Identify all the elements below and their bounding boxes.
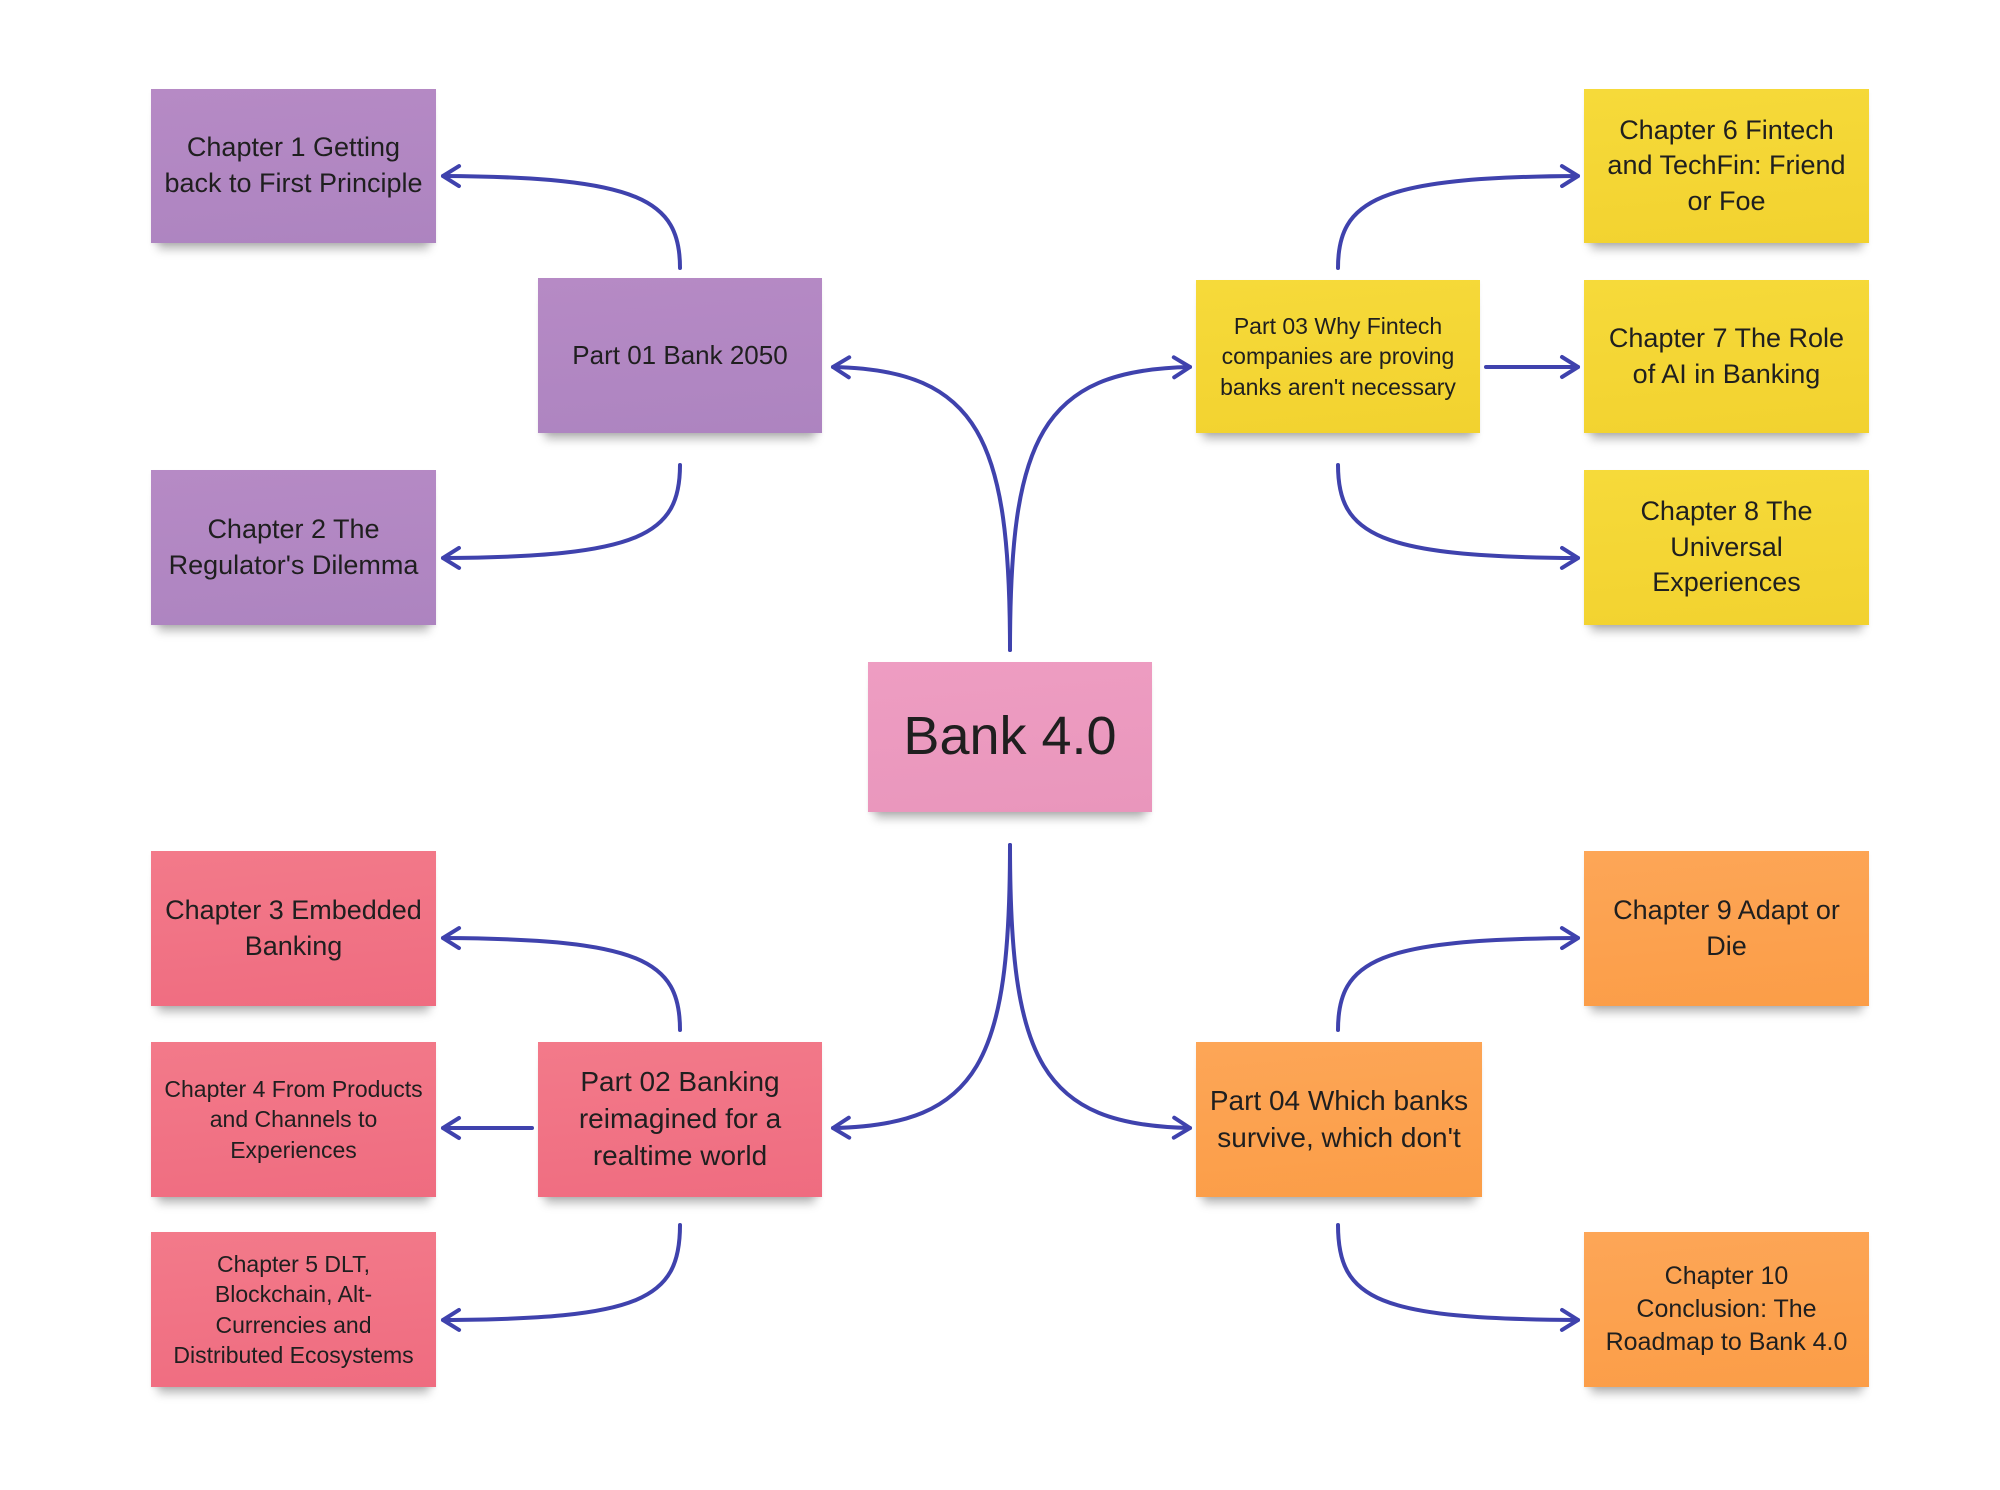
chapter-1-node: Chapter 1 Getting back to First Principl… <box>151 89 436 243</box>
arrow-center-to-part03 <box>1008 355 1192 652</box>
chapter-7-label: Chapter 7 The Role of AI in Banking <box>1608 322 1845 389</box>
arrow-center-to-part04 <box>1008 843 1192 1140</box>
arrow-part03-to-ch8 <box>1336 463 1580 570</box>
arrow-part02-to-ch3 <box>441 926 682 1032</box>
arrow-part03-to-ch6 <box>1336 164 1580 270</box>
chapter-6-label: Chapter 6 Fintech and TechFin: Friend or… <box>1607 114 1846 216</box>
chapter-6-node: Chapter 6 Fintech and TechFin: Friend or… <box>1584 89 1869 243</box>
part-02-node: Part 02 Banking reimagined for a realtim… <box>538 1042 822 1197</box>
arrow-part04-to-ch10 <box>1336 1223 1580 1332</box>
chapter-4-label: Chapter 4 From Products and Channels to … <box>164 1075 423 1163</box>
chapter-3-label: Chapter 3 Embedded Banking <box>165 894 422 961</box>
chapter-9-node: Chapter 9 Adapt or Die <box>1584 851 1869 1006</box>
chapter-2-label: Chapter 2 The Regulator's Dilemma <box>168 513 419 580</box>
chapter-5-node: Chapter 5 DLT, Blockchain, Alt-Currencie… <box>151 1232 436 1387</box>
center-topic: Bank 4.0 <box>868 662 1152 812</box>
part-04-node: Part 04 Which banks survive, which don't <box>1196 1042 1482 1197</box>
arrow-part04-to-ch9 <box>1336 926 1580 1032</box>
part-03-label: Part 03 Why Fintech companies are provin… <box>1220 312 1456 400</box>
chapter-2-node: Chapter 2 The Regulator's Dilemma <box>151 470 436 625</box>
arrow-center-to-part01 <box>831 355 1012 652</box>
arrow-part02-to-ch5 <box>441 1223 682 1332</box>
chapter-7-node: Chapter 7 The Role of AI in Banking <box>1584 280 1869 433</box>
part-01-label: Part 01 Bank 2050 <box>572 340 788 371</box>
part-03-node: Part 03 Why Fintech companies are provin… <box>1196 280 1480 433</box>
chapter-9-label: Chapter 9 Adapt or Die <box>1613 894 1840 961</box>
arrow-part01-to-ch2 <box>441 463 682 570</box>
part-04-label: Part 04 Which banks survive, which don't <box>1209 1084 1469 1153</box>
arrow-center-to-part02 <box>831 843 1012 1140</box>
chapter-8-label: Chapter 8 The Universal Experiences <box>1640 496 1813 598</box>
chapter-8-node: Chapter 8 The Universal Experiences <box>1584 470 1869 625</box>
part-01-node: Part 01 Bank 2050 <box>538 278 822 433</box>
chapter-10-node: Chapter 10 Conclusion: The Roadmap to Ba… <box>1584 1232 1869 1387</box>
chapter-5-label: Chapter 5 DLT, Blockchain, Alt-Currencie… <box>173 1250 414 1368</box>
chapter-4-node: Chapter 4 From Products and Channels to … <box>151 1042 436 1197</box>
arrow-part01-to-ch1 <box>441 164 682 270</box>
chapter-10-label: Chapter 10 Conclusion: The Roadmap to Ba… <box>1605 1262 1848 1356</box>
chapter-1-label: Chapter 1 Getting back to First Principl… <box>164 132 423 198</box>
center-topic-label: Bank 4.0 <box>903 706 1117 767</box>
chapter-3-node: Chapter 3 Embedded Banking <box>151 851 436 1006</box>
part-02-label: Part 02 Banking reimagined for a realtim… <box>578 1066 782 1171</box>
